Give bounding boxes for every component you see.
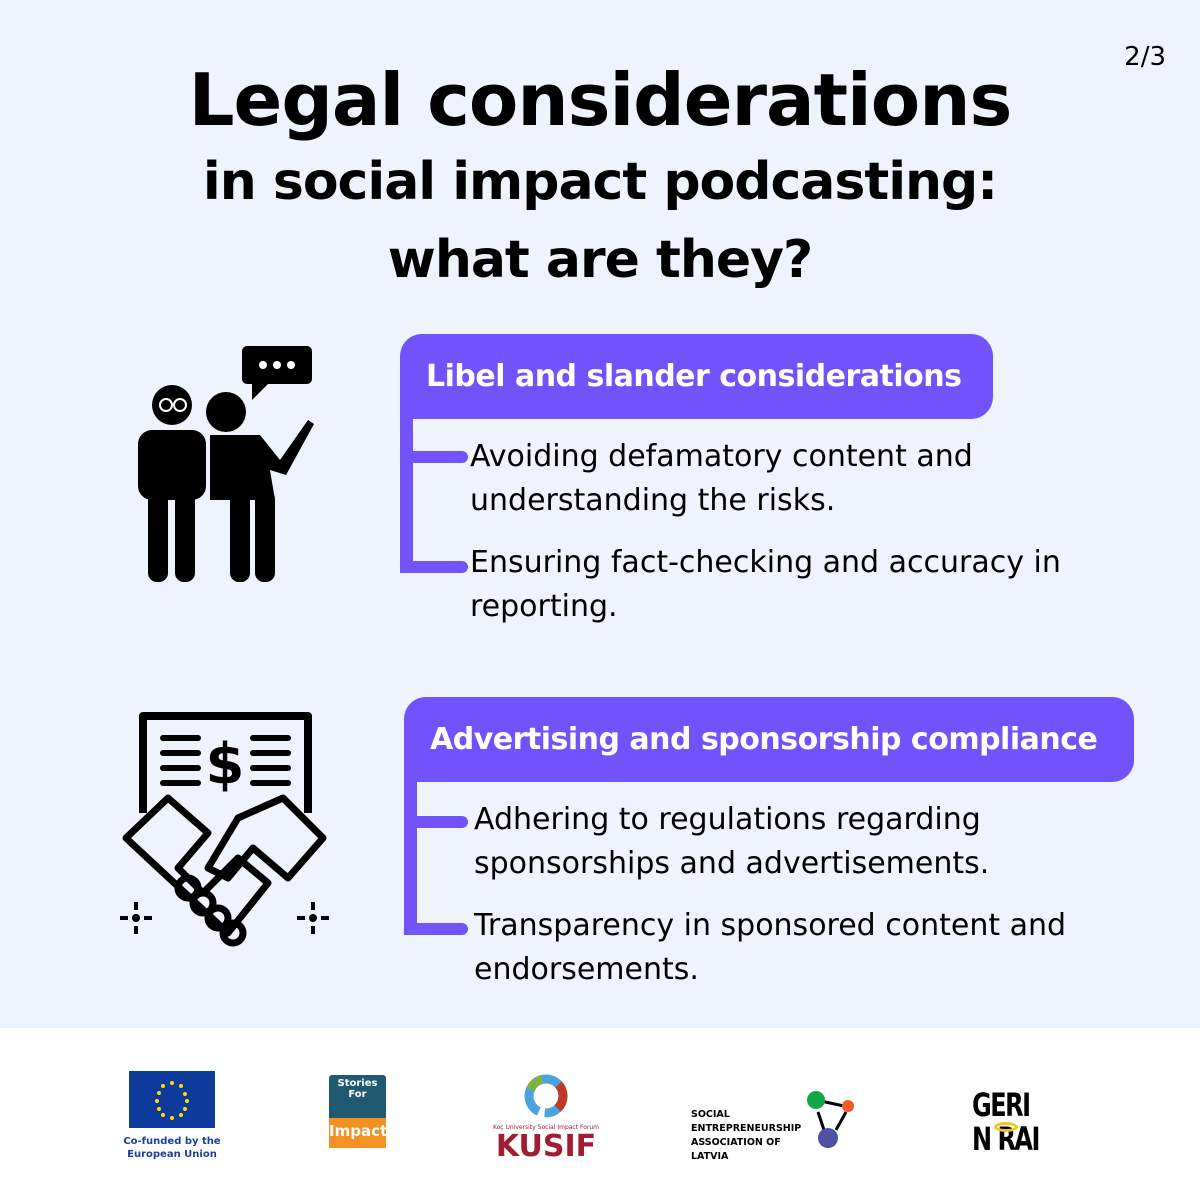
kusif-subtitle: Koç University Social Impact Forum — [492, 1124, 600, 1131]
bracket-branch — [404, 923, 468, 935]
bullet-text: Avoiding defamatory content and understa… — [470, 439, 973, 518]
gerinorai-line1: GERI — [972, 1086, 1031, 1124]
kusif-logo: Koç University Social Impact Forum KUSIF — [486, 1072, 606, 1164]
section-heading-advertising: Advertising and sponsorship compliance — [404, 697, 1134, 782]
seal-logo-icon — [807, 1091, 854, 1148]
svg-text:$: $ — [206, 732, 245, 797]
handshake-contract-icon: $ — [120, 712, 329, 947]
page-number: 2/3 — [1124, 42, 1166, 72]
bracket-line — [404, 775, 417, 935]
eu-caption: Co-funded by the European Union — [123, 1136, 221, 1160]
stories-logo-bottom: Impact — [329, 1118, 387, 1148]
section-heading-libel: Libel and slander considerations — [400, 334, 993, 419]
gerinorai-line2: N RAI — [972, 1120, 1040, 1158]
bracket-line — [400, 410, 413, 573]
people-talking-icon — [138, 346, 314, 582]
gerinorai-halo-icon — [994, 1122, 1018, 1132]
bullet-text: Ensuring fact-checking and accuracy in r… — [470, 545, 1061, 624]
title-line-3: what are they? — [387, 230, 813, 290]
bullet-text: Adhering to regulations regarding sponso… — [474, 802, 990, 881]
seal-text: SOCIAL ENTREPRENEURSHIP ASSOCIATION OF L… — [691, 1109, 802, 1162]
title-line-2: in social impact podcasting: — [202, 152, 998, 212]
stories-logo-top: Stories For — [329, 1075, 386, 1118]
eu-flag-logo — [129, 1071, 215, 1128]
gerinorai-logo: GERI N RAI — [972, 1086, 1040, 1158]
bullet-text: Transparency in sponsored content and en… — [474, 908, 1067, 987]
title-line-1: Legal considerations — [188, 58, 1013, 142]
bracket-branch — [400, 451, 468, 463]
bracket-branch — [400, 561, 468, 573]
kusif-wordmark: KUSIF — [495, 1129, 597, 1164]
stories-for-impact-logo: Stories For Impact — [329, 1075, 387, 1158]
bracket-branch — [404, 816, 468, 828]
